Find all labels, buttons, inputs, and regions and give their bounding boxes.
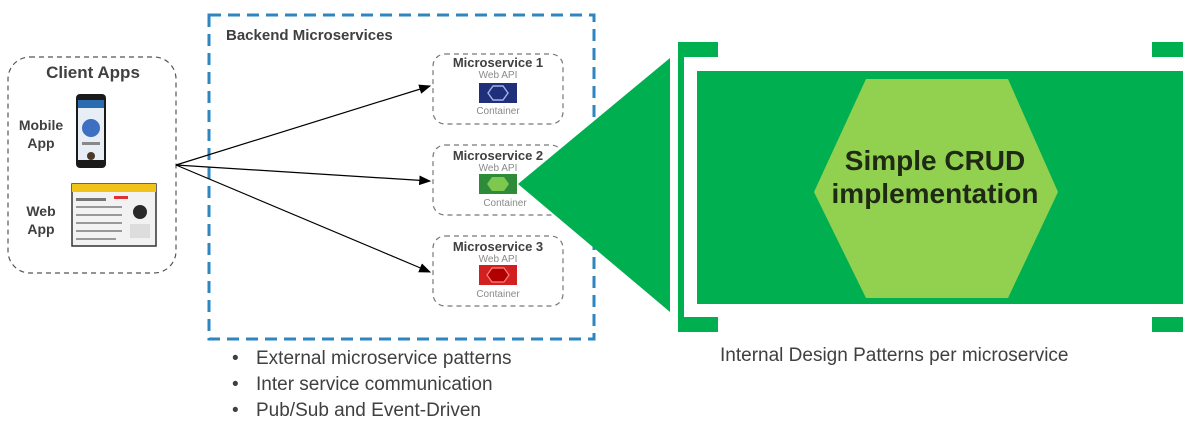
list-item: Pub/Sub and Event-Driven (226, 398, 512, 424)
microservice-3-name: Microservice 3 (452, 239, 544, 254)
crud-hexagon (814, 79, 1058, 298)
web-app-label: Web App (26, 203, 56, 237)
internal-patterns-caption: Internal Design Patterns per microservic… (720, 345, 1069, 366)
microservice-2-api: Web API (478, 163, 518, 174)
mobile-app-label: Mobile App (18, 117, 64, 151)
arrow-to-microservice-1 (175, 84, 432, 166)
microservice-2-container: Container (483, 198, 527, 209)
microservice-1-name: Microservice 1 (452, 55, 544, 70)
arrow-to-microservice-2 (175, 164, 432, 186)
microservice-1-api: Web API (478, 70, 518, 81)
microservice-2-name: Microservice 2 (452, 148, 544, 163)
arrow-to-microservice-3 (175, 164, 432, 273)
web-app-icon (71, 183, 157, 247)
container-icon-1 (479, 83, 517, 103)
crud-hexagon-text: Simple CRUD implementation (831, 145, 1039, 209)
list-item: External microservice patterns (226, 346, 512, 372)
backend-title: Backend Microservices (226, 27, 393, 44)
backend-microservices-box (207, 13, 596, 341)
backend-patterns-list: External microservice patterns Inter ser… (226, 346, 512, 424)
client-apps-title: Client Apps (46, 63, 140, 82)
microservice-3-container: Container (476, 289, 520, 300)
mobile-app-icon (76, 94, 106, 168)
zoom-wedge (518, 58, 670, 312)
microservice-1-container: Container (476, 106, 520, 117)
container-icon-2 (479, 174, 517, 194)
list-item: Inter service communication (226, 372, 512, 398)
microservice-3-api: Web API (478, 254, 518, 265)
zoom-panel-right-edge (1177, 71, 1183, 304)
container-icon-3 (479, 265, 517, 285)
